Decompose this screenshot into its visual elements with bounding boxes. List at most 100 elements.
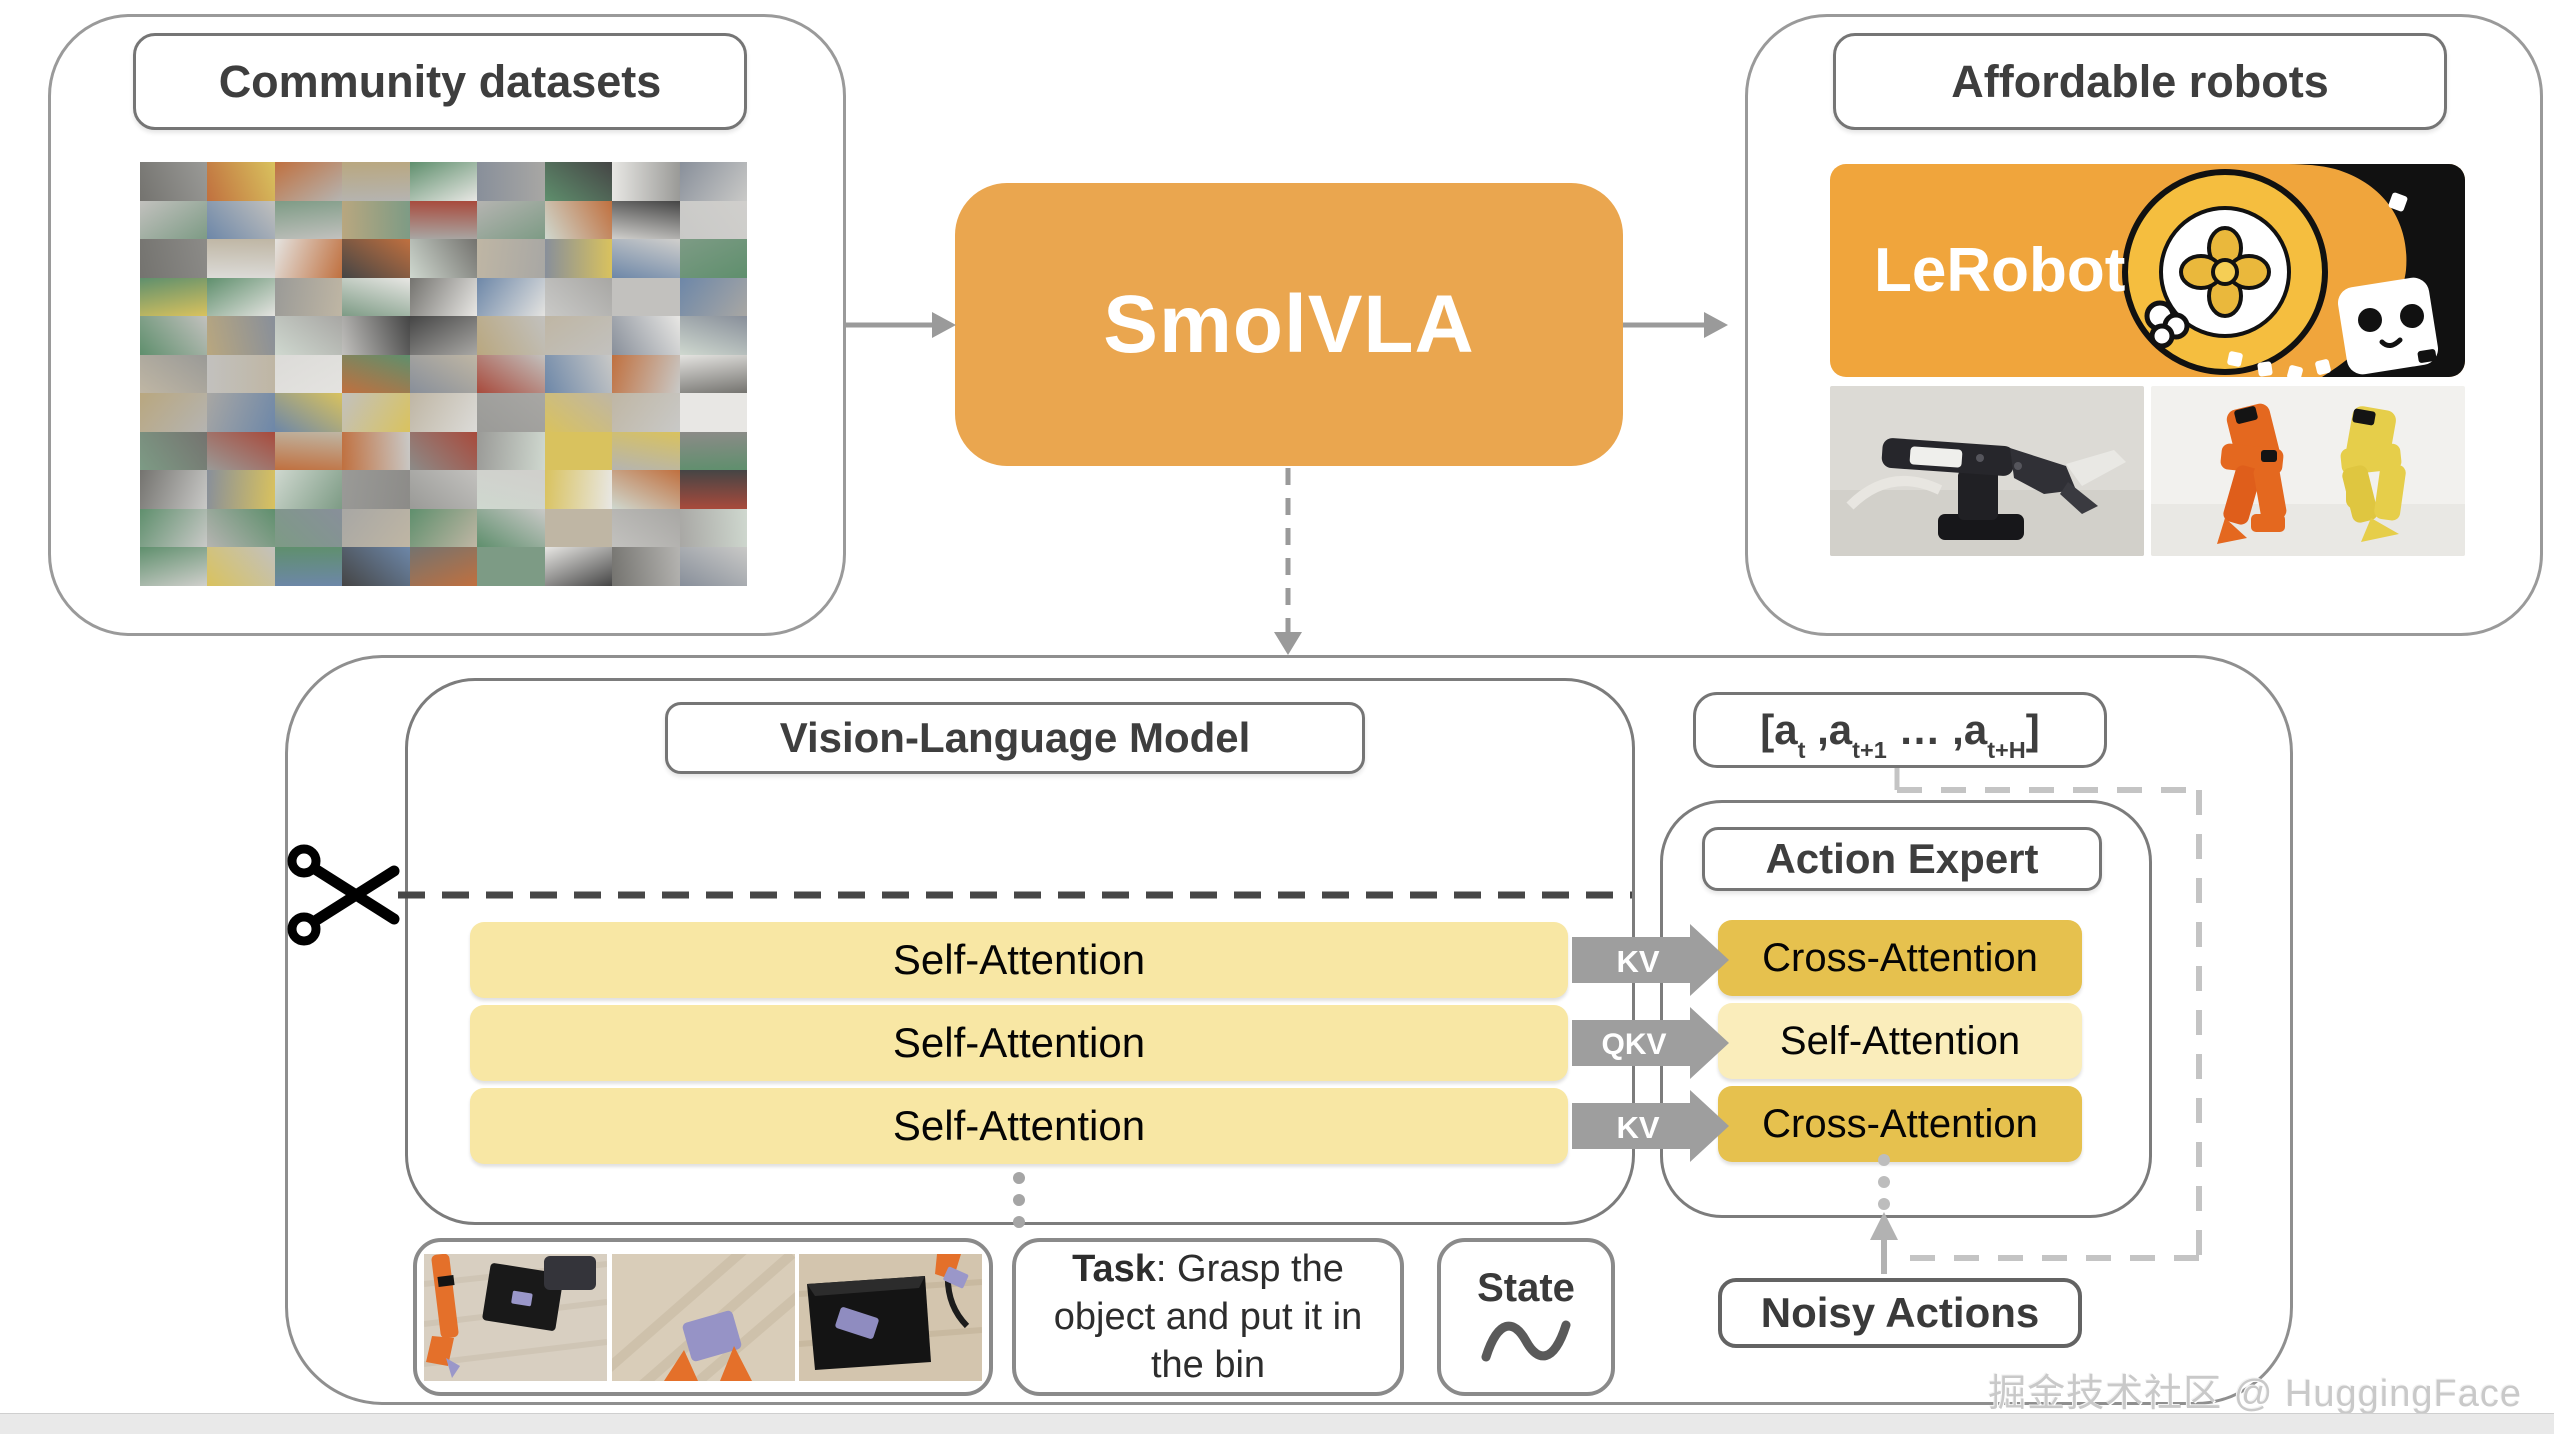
dataset-thumbnail: [274, 200, 343, 240]
dataset-thumbnail: [477, 470, 545, 509]
dataset-thumbnail: [477, 393, 545, 432]
dataset-thumbnail: [140, 470, 208, 509]
ae-cross-attention-bar-1: Cross-Attention: [1718, 920, 2082, 996]
dataset-thumbnail: [274, 354, 343, 394]
dataset-thumbnail: [409, 470, 478, 509]
dataset-thumbnail: [612, 393, 680, 432]
dataset-thumbnail: [612, 277, 680, 317]
smolvla-label: SmolVLA: [1103, 278, 1475, 370]
dataset-thumbnail: [274, 316, 343, 355]
arrow-smolvla-to-robots: [1623, 312, 1728, 338]
dataset-thumbnail: [477, 547, 545, 586]
task-box: Task: Grasp the object and put it in the…: [1012, 1238, 1404, 1396]
dataset-thumbnail: [612, 239, 680, 278]
dataset-thumbnail: [342, 162, 410, 201]
vlm-title: Vision-Language Model: [779, 714, 1251, 761]
dataset-thumbnail: [544, 354, 613, 394]
dataset-thumbnail: [477, 508, 545, 548]
dataset-thumbnail: [140, 354, 208, 394]
watermark-text: 掘金技术社区 @ HuggingFace: [1988, 1373, 2522, 1415]
dataset-thumbnail: [207, 431, 275, 471]
action-expert-title: Action Expert: [1765, 835, 2039, 882]
dataset-thumbnail: [544, 508, 613, 548]
ae-cross-attention-bar-2: Cross-Attention: [1718, 1086, 2082, 1162]
dataset-thumbnail: [409, 200, 478, 240]
dataset-thumbnail: [274, 162, 343, 201]
dataset-thumbnail: [477, 239, 545, 278]
dataset-thumbnail: [207, 508, 275, 548]
lerobot-banner: LeRobot: [1830, 164, 2465, 377]
sine-wave-icon: [1481, 1320, 1571, 1361]
dataset-thumbnail: [477, 431, 545, 471]
arrow-datasets-to-smolvla: [846, 312, 956, 338]
ae-self-attention-bar: Self-Attention: [1718, 1003, 2082, 1079]
dataset-thumbnail: [342, 239, 410, 278]
dataset-thumbnail: [612, 316, 680, 355]
dataset-thumbnail: [140, 239, 208, 278]
community-datasets-title-box: Community datasets: [133, 33, 747, 130]
lerobot-robot-face-icon: [2337, 277, 2439, 375]
dataset-thumbnail: [342, 316, 410, 355]
dataset-thumbnail: [612, 162, 680, 201]
dataset-thumbnail: [207, 162, 275, 201]
yellow-robot: [2340, 406, 2406, 542]
dataset-thumbnail: [342, 277, 410, 317]
dataset-thumbnail: [612, 431, 680, 471]
dataset-thumbnail: [342, 200, 410, 240]
ae-bar-label-1: Cross-Attention: [1762, 935, 2038, 980]
lerobot-hand-icon: [2144, 300, 2190, 349]
lerobot-dotted-trail: [2227, 192, 2408, 377]
ae-bar-label-2: Self-Attention: [1779, 1018, 2021, 1063]
dataset-thumbnail: [679, 354, 747, 394]
community-datasets-mosaic: [140, 162, 747, 586]
dataset-thumbnail: [679, 239, 747, 278]
dataset-thumbnail: [679, 277, 747, 317]
camera-view-1: [424, 1253, 607, 1381]
ae-bar-label-3: Cross-Attention: [1762, 1101, 2038, 1146]
dataset-thumbnail: [477, 162, 545, 201]
vlm-self-attention-bar-2: Self-Attention: [470, 1005, 1568, 1081]
dataset-thumbnail: [140, 316, 208, 355]
dataset-thumbnail: [679, 316, 747, 355]
dataset-thumbnail: [274, 393, 343, 432]
dataset-thumbnail: [207, 470, 275, 509]
dataset-thumbnail: [342, 547, 410, 586]
dataset-thumbnail: [409, 431, 478, 471]
orange-yellow-robots-photo: [2151, 386, 2465, 556]
dataset-thumbnail: [140, 393, 208, 432]
vlm-self-attention-bar-1: Self-Attention: [470, 922, 1568, 998]
smolvla-box: SmolVLA: [955, 183, 1623, 466]
dataset-thumbnail: [612, 200, 680, 240]
dataset-thumbnail: [342, 470, 410, 509]
dataset-thumbnail: [679, 470, 747, 509]
action-expert-title-box: Action Expert: [1702, 827, 2102, 891]
dataset-thumbnail: [409, 547, 478, 586]
dataset-thumbnail: [342, 354, 410, 394]
dataset-thumbnail: [477, 354, 545, 394]
dataset-thumbnail: [140, 162, 208, 201]
orange-robot: [2217, 403, 2287, 544]
dataset-thumbnail: [544, 162, 613, 201]
lerobot-flower-icon: [2179, 226, 2271, 318]
dataset-thumbnail: [274, 508, 343, 548]
black-robot-arm-photo: [1830, 386, 2144, 556]
dataset-thumbnail: [274, 547, 343, 586]
dataset-thumbnail: [544, 239, 613, 278]
dataset-thumbnail: [409, 316, 478, 355]
dataset-thumbnail: [207, 354, 275, 394]
vlm-bar-label-2: Self-Attention: [892, 1019, 1146, 1066]
dataset-thumbnail: [544, 431, 613, 471]
dataset-thumbnail: [207, 393, 275, 432]
state-label: State: [1477, 1265, 1575, 1310]
affordable-robots-title: Affordable robots: [1951, 55, 2329, 107]
dataset-thumbnail: [207, 277, 275, 317]
dataset-thumbnail: [409, 162, 478, 201]
lerobot-wordmark: LeRobot: [1874, 236, 2126, 305]
vlm-bar-label-1: Self-Attention: [892, 936, 1146, 983]
dataset-thumbnail: [544, 547, 613, 586]
state-box: State: [1437, 1238, 1615, 1396]
dataset-thumbnail: [544, 277, 613, 317]
dataset-thumbnail: [140, 547, 208, 586]
dataset-thumbnail: [274, 239, 343, 278]
dataset-thumbnail: [544, 316, 613, 355]
